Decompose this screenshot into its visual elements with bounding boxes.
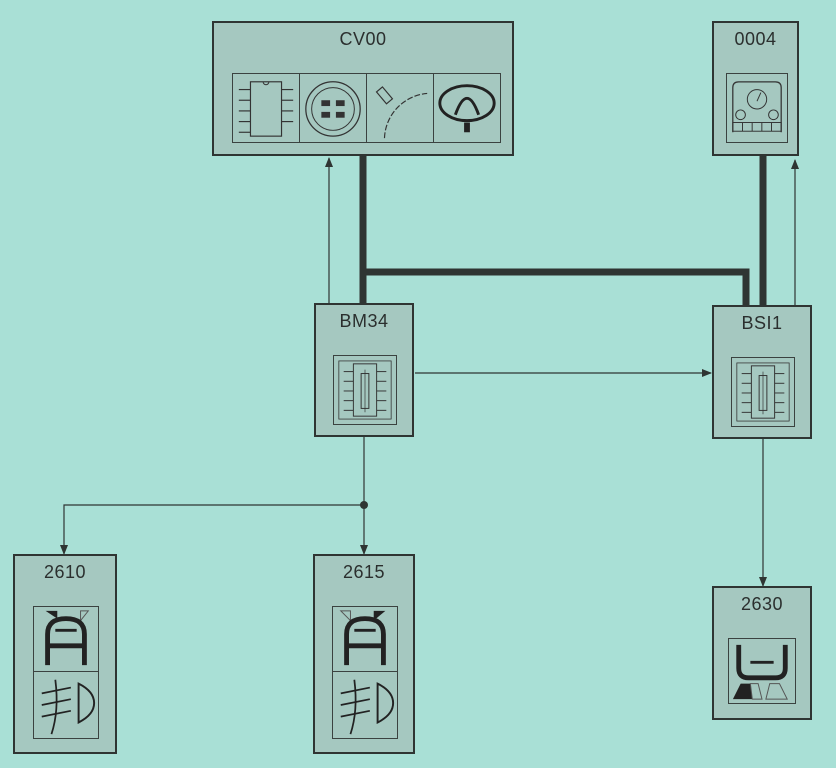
wiper-washer-icon	[728, 638, 796, 704]
module-2610[interactable]: 2610	[13, 554, 117, 754]
module-label: 2610	[43, 562, 87, 582]
chip-icon	[731, 357, 795, 427]
module-2630[interactable]: 2630	[712, 586, 812, 720]
module-cv00[interactable]: CV00	[212, 21, 514, 156]
wire-bm34-to-2610	[60, 504, 364, 555]
module-label: 2615	[342, 562, 386, 582]
instrument-cluster-icon	[726, 73, 788, 143]
junction-dot	[360, 501, 368, 509]
chip-icon	[333, 355, 397, 425]
module-label: BSI1	[741, 313, 783, 333]
steering-angle-sensor-icon	[366, 73, 434, 143]
module-0004[interactable]: 0004	[712, 21, 799, 156]
module-bm34[interactable]: BM34	[314, 303, 414, 437]
module-label: 2630	[740, 594, 784, 614]
chip-icon	[232, 73, 300, 143]
module-label: BM34	[339, 311, 389, 331]
cornering-lamp-right-icon	[332, 606, 398, 672]
module-bsi1[interactable]: BSI1	[712, 305, 812, 439]
module-2615[interactable]: 2615	[313, 554, 415, 754]
switch-module-icon	[299, 73, 367, 143]
module-label: CV00	[339, 29, 387, 49]
fog-lamp-icon	[332, 671, 398, 739]
bus-cv00-bsi1	[363, 268, 750, 305]
fog-lamp-icon	[33, 671, 99, 739]
module-label: 0004	[734, 29, 777, 49]
cornering-lamp-left-icon	[33, 606, 99, 672]
steering-wheel-icon	[433, 73, 501, 143]
